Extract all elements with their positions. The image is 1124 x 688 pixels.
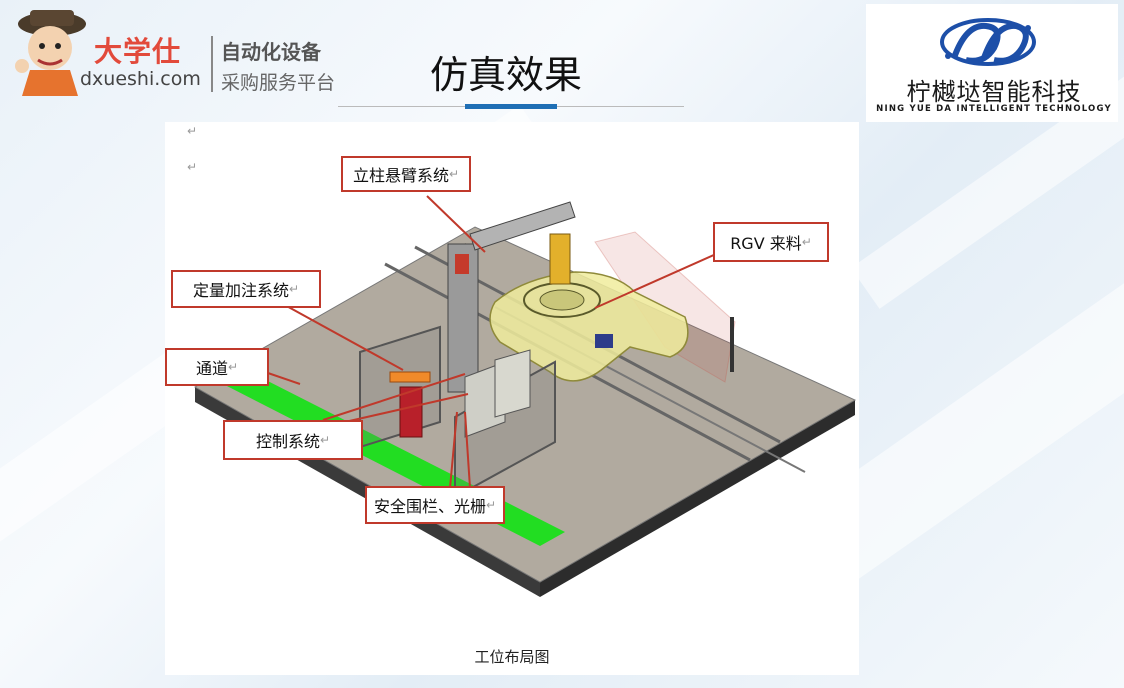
company-name-cn: 柠樾垯智能科技 (906, 78, 1082, 106)
callout-leader (594, 249, 726, 309)
return-mark: ↵ (227, 360, 239, 374)
control-cabinet (494, 349, 531, 418)
layout-figure: ↵ ↵ (165, 122, 859, 675)
callout-control-system: 控制系统↵ (223, 420, 363, 460)
tagline-line-2: 采购服务平台 (221, 72, 336, 94)
callout-leader (282, 303, 404, 371)
callout-label: 立柱悬臂系统 (352, 166, 449, 185)
dosing-orange-bar (389, 371, 431, 383)
logo-divider (211, 36, 213, 92)
callout-label: RGV 来料 (730, 234, 802, 253)
return-mark: ↵ (187, 124, 198, 138)
callout-label: 安全围栏、光栅 (373, 497, 486, 516)
callout-leader (449, 411, 458, 489)
callout-leader (264, 371, 301, 385)
dd-swoosh-logo-icon (940, 18, 1036, 66)
callout-label: 定量加注系统 (192, 281, 289, 300)
tagline-line-1: 自动化设备 (221, 40, 321, 64)
dosing-red-tank (399, 386, 423, 438)
cantilever-arm (469, 201, 576, 251)
company-logo-box: 柠樾垯智能科技 NING YUE DA INTELLIGENT TECHNOLO… (866, 4, 1118, 122)
callout-label: 通道 (195, 359, 228, 378)
column-red-tag (455, 254, 469, 274)
brand-url: dxueshi.com (80, 68, 201, 90)
callout-leader (426, 195, 486, 253)
callout-safety-fence: 安全围栏、光栅↵ (365, 486, 505, 524)
rgv-blue-block (595, 334, 613, 348)
brand-name: 大学仕 (94, 35, 182, 68)
rgv-hub (539, 289, 585, 311)
callout-rgv: RGV 来料↵ (713, 222, 829, 262)
callout-dosing-system: 定量加注系统↵ (171, 270, 321, 308)
workstation-layout-drawing (193, 195, 857, 597)
platform-side-face (540, 400, 855, 597)
robot-arm (549, 233, 571, 285)
return-mark: ↵ (187, 160, 198, 174)
company-name-en: NING YUE DA INTELLIGENT TECHNOLOGY (876, 104, 1112, 114)
return-mark: ↵ (801, 235, 812, 249)
return-mark: ↵ (485, 498, 497, 512)
callout-leader (322, 373, 466, 421)
return-mark: ↵ (288, 282, 300, 296)
return-mark: ↵ (448, 167, 460, 181)
mascot-icon (15, 10, 86, 96)
callout-passage: 通道↵ (165, 348, 269, 386)
callout-leader (464, 411, 471, 489)
brand-logo[interactable]: 大学仕 dxueshi.com 自动化设备 采购服务平台 (8, 6, 358, 96)
callout-column-cantilever: 立柱悬臂系统↵ (341, 156, 471, 192)
return-mark: ↵ (319, 433, 331, 447)
page-title: 仿真效果 (430, 53, 583, 97)
title-accent-bar (465, 104, 557, 109)
callout-label: 控制系统 (255, 432, 320, 451)
figure-caption: 工位布局图 (474, 648, 550, 666)
